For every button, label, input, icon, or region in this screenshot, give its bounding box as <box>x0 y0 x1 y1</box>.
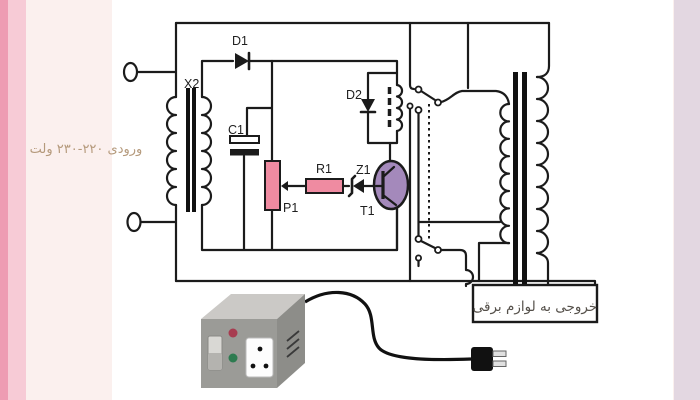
node-drop-wire <box>245 59 274 163</box>
wiring <box>136 21 597 288</box>
top-switch-contact <box>414 106 423 114</box>
bottom-switch-contact <box>414 254 422 262</box>
d2-triangle <box>361 99 375 112</box>
primary-bottom-wire <box>477 241 511 283</box>
input-terminal-top <box>122 61 139 83</box>
primary-top-feed-wire <box>439 89 511 106</box>
plug-prong <box>492 360 507 367</box>
label-c1: C1 <box>228 123 244 137</box>
output-label-text: خروجی به لوازم برقی <box>473 299 597 315</box>
input-transformer-x2 <box>165 88 213 212</box>
label-r1: R1 <box>316 162 332 176</box>
relay-with-d2 <box>359 71 404 145</box>
tap-wire <box>417 111 502 238</box>
plug-body <box>471 347 493 371</box>
input-terminal-bottom <box>126 211 142 233</box>
p1-body <box>264 160 281 211</box>
label-t1: T1 <box>360 204 375 218</box>
bottom-rail-wire <box>174 279 597 287</box>
p1-wiper-arrow <box>281 181 288 191</box>
output-label-box <box>471 283 599 324</box>
c1-plate-top <box>229 135 260 144</box>
transistor-t1 <box>372 159 410 252</box>
label-p1: P1 <box>283 201 298 215</box>
right-stripe <box>674 0 700 400</box>
output-secondary-coil <box>535 75 550 255</box>
x2-core-bar <box>192 88 196 212</box>
stabilizer-device <box>201 290 507 388</box>
potentiometer-p1 <box>264 160 308 211</box>
d1-triangle <box>235 53 249 69</box>
socket-hole <box>263 363 269 369</box>
bottom-switch-contact <box>414 235 423 243</box>
red-indicator-led <box>228 328 238 338</box>
rectifier-diode-d1 <box>235 51 251 71</box>
power-cable <box>304 290 472 362</box>
rail-drop-left-wire <box>408 21 416 91</box>
device-power-switch-lower <box>208 353 222 370</box>
top-switch-contact <box>434 98 442 107</box>
socket-hole <box>257 346 263 352</box>
output-core-bar <box>513 72 518 288</box>
label-z1: Z1 <box>356 163 371 177</box>
rectified-rail-wire <box>200 59 399 99</box>
label-d1: D1 <box>232 34 248 48</box>
output-primary-coil <box>499 102 511 245</box>
left-stripe-inner <box>8 0 26 400</box>
output-transformer <box>499 72 550 288</box>
z1-cathode-bar <box>347 174 357 198</box>
x2-secondary-coil <box>200 95 213 207</box>
x2-core-bar <box>186 88 190 212</box>
c1-plate-bottom <box>230 149 259 156</box>
relay-coil <box>395 83 404 133</box>
label-d2: D2 <box>346 88 362 102</box>
output-socket <box>245 337 274 378</box>
vent-slots <box>286 330 300 358</box>
x2-primary-coil <box>165 95 178 207</box>
t1-symbol-legs <box>374 165 398 207</box>
component-labels: X2 D1 C1 D2 P1 R1 Z1 T1 <box>184 34 375 218</box>
green-indicator-led <box>228 353 238 363</box>
switched-output-wire <box>439 248 475 288</box>
label-x2: X2 <box>184 77 199 91</box>
device-top-face <box>201 294 305 319</box>
input-neutral-wire <box>139 203 178 283</box>
top-switch-contact <box>406 102 414 110</box>
relay-contacts <box>406 85 442 268</box>
top-switch-arm <box>419 89 437 102</box>
output-core-bar <box>522 72 527 288</box>
filter-capacitor-c1 <box>229 135 260 156</box>
device-side-face <box>277 294 305 388</box>
bottom-switch-arm <box>419 239 437 250</box>
input-voltage-label: ورودی ۲۲۰-۲۳۰ ولت <box>30 142 143 157</box>
input-live-wire <box>136 21 178 99</box>
bottom-switch-contact <box>434 246 442 254</box>
left-stripe-outer <box>0 0 8 400</box>
resistor-r1-body <box>305 178 344 194</box>
socket-hole <box>250 363 256 369</box>
relay-frame-wires <box>366 71 399 145</box>
top-switch-contact <box>414 85 423 94</box>
z1-triangle <box>353 179 364 193</box>
plug-prong <box>492 350 507 357</box>
